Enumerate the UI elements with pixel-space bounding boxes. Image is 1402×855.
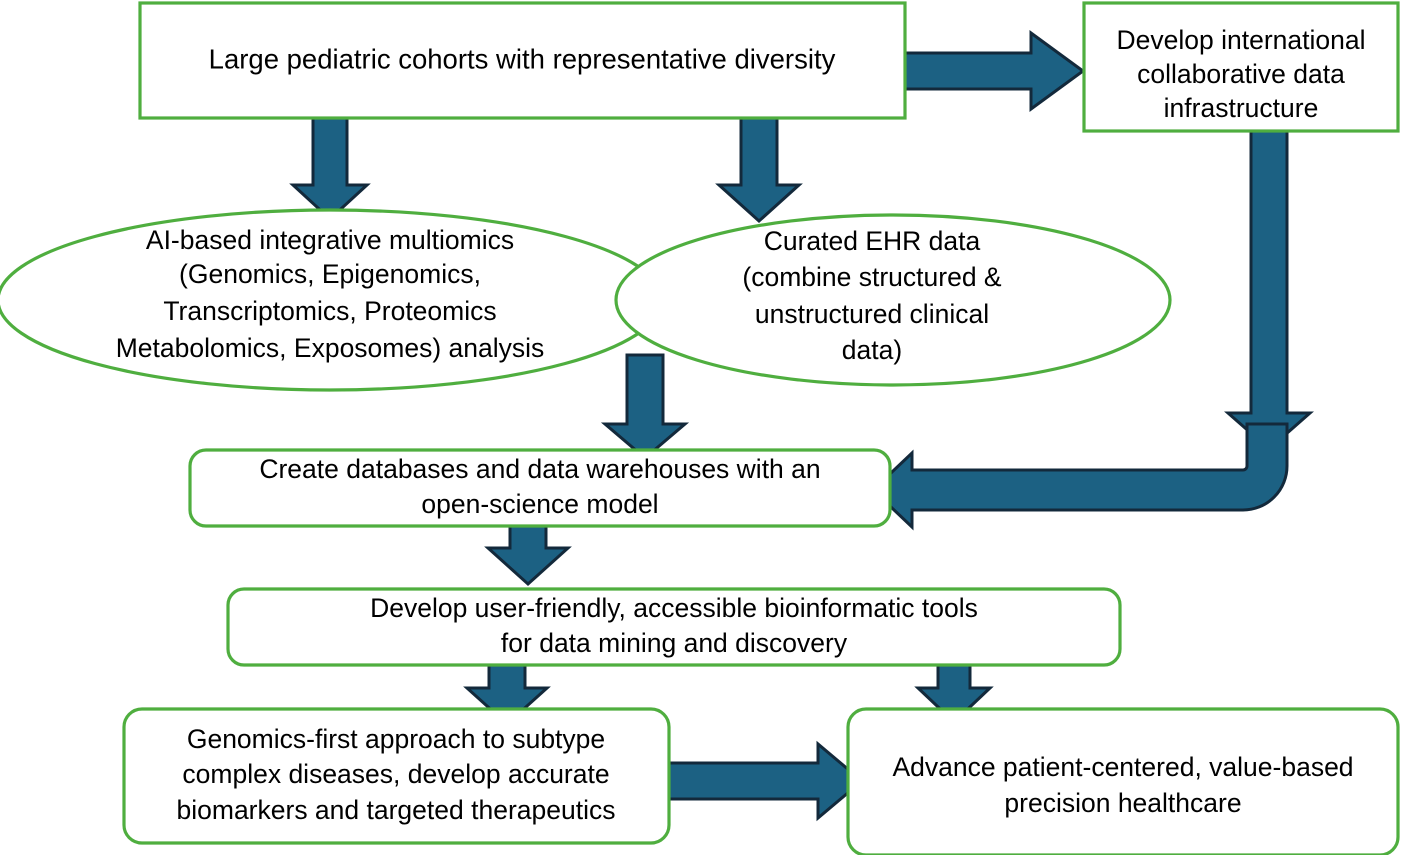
node-shape-rect-cohorts — [138, 1, 907, 120]
node-precision-healthcare[interactable]: Advance patient-centered, value-based pr… — [846, 707, 1400, 855]
node-label-multiomics-line3: Transcriptomics, Proteomics — [163, 296, 496, 326]
node-label-databases-line2: open-science model — [421, 489, 658, 519]
node-label-ehr-line1: Curated EHR data — [764, 226, 981, 256]
node-bioinformatic-tools[interactable]: Develop user-friendly, accessible bioinf… — [226, 587, 1122, 667]
connector-cohorts-to-multiomics — [289, 116, 371, 222]
node-shape-ellipse-ehr — [614, 213, 1172, 387]
node-shape-rect-tools — [226, 587, 1122, 667]
connector-cohorts-to-infrastructure — [901, 30, 1086, 112]
node-label-infrastructure-line2: collaborative data — [1137, 59, 1345, 89]
node-large-pediatric-cohorts[interactable]: Large pediatric cohorts with representat… — [138, 1, 907, 120]
node-label-genomics-first-line1: Genomics-first approach to subtype — [187, 724, 605, 754]
node-develop-international-infrastructure[interactable]: Develop international collaborative data… — [1082, 1, 1400, 133]
connector-infrastructure-down — [1224, 129, 1314, 451]
connector-tools-to-precision-healthcare — [914, 662, 994, 725]
node-curated-ehr-data[interactable]: Curated EHR data (combine structured & u… — [614, 213, 1172, 387]
node-shape-rect-precision-healthcare — [846, 707, 1400, 855]
node-label-ehr-line4: data) — [842, 335, 902, 365]
node-label-precision-healthcare-line1: Advance patient-centered, value-based — [892, 752, 1353, 782]
node-label-tools-line1: Develop user-friendly, accessible bioinf… — [370, 593, 978, 623]
node-label-infrastructure-line3: infrastructure — [1164, 93, 1319, 123]
connector-databases-to-tools — [484, 522, 572, 587]
connector-tools-to-genomics-first — [463, 662, 551, 727]
node-label-ehr-line2: (combine structured & — [742, 262, 1002, 292]
node-shape-rect-genomics-first — [122, 707, 671, 845]
connector-cohorts-to-ehr — [715, 116, 803, 224]
node-label-genomics-first-line3: biomarkers and targeted therapeutics — [177, 795, 616, 825]
node-label-databases-line1: Create databases and data warehouses wit… — [259, 454, 820, 484]
node-label-precision-healthcare-line2: precision healthcare — [1004, 788, 1241, 818]
node-label-tools-line2: for data mining and discovery — [501, 628, 848, 658]
node-label-ehr-line3: unstructured clinical — [755, 299, 989, 329]
node-label-cohorts: Large pediatric cohorts with representat… — [209, 43, 836, 74]
connector-genomics-first-to-precision-healthcare — [666, 740, 865, 822]
node-label-multiomics-line4: Metabolomics, Exposomes) analysis — [116, 333, 545, 363]
node-shape-rect-infrastructure — [1082, 1, 1400, 133]
node-label-infrastructure-line1: Develop international — [1117, 25, 1366, 55]
node-shape-rect-databases — [188, 448, 892, 528]
node-label-multiomics-line1: AI-based integrative multiomics — [146, 225, 514, 255]
node-create-databases[interactable]: Create databases and data warehouses wit… — [188, 448, 892, 528]
node-ai-based-multiomics[interactable]: AI-based integrative multiomics (Genomic… — [0, 208, 664, 392]
connector-elbow-to-databases — [870, 422, 1289, 531]
node-genomics-first-approach[interactable]: Genomics-first approach to subtype compl… — [122, 707, 671, 845]
connector-multiomics-to-databases — [600, 353, 690, 460]
node-label-multiomics-line2: (Genomics, Epigenomics, — [179, 259, 481, 289]
node-label-genomics-first-line2: complex diseases, develop accurate — [182, 759, 609, 789]
